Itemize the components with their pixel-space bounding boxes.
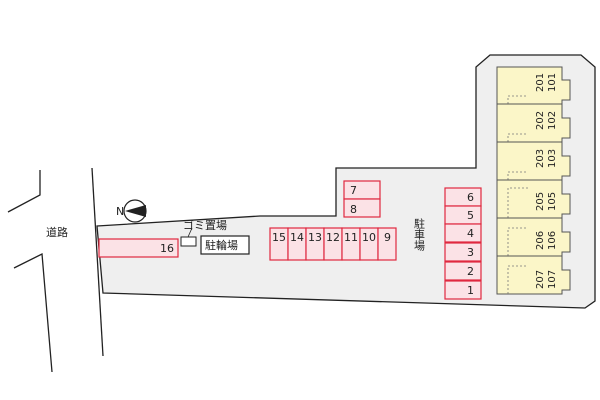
compass-label: N	[116, 205, 124, 218]
stall-group-right: 6 5 4 3 2 1	[444, 187, 482, 300]
unit-block	[496, 255, 571, 295]
north-arrow-icon	[125, 205, 146, 217]
stall-label: 5	[467, 209, 474, 222]
stall-1	[444, 280, 482, 300]
unit-divider	[507, 95, 528, 104]
bicycle-area-box	[200, 235, 250, 255]
stall-label: 16	[160, 242, 174, 255]
road-label: 道路	[46, 225, 68, 239]
stall-5	[444, 205, 482, 225]
garbage-area-box	[180, 236, 197, 247]
stall-4	[444, 223, 482, 243]
facility-labels: ゴミ置場 駐輪場	[180, 218, 250, 255]
stall-3	[444, 242, 482, 262]
parking-label: 駐車場	[413, 217, 426, 252]
stall-label: 13	[308, 231, 322, 244]
parking-label-group: 駐車場	[413, 217, 426, 252]
unit-label-lower: 107	[547, 270, 558, 289]
stall-9	[377, 227, 397, 261]
unit-label-lower: 105	[547, 192, 558, 211]
unit-label-lower: 106	[547, 231, 558, 250]
unit-201-101: 201 101	[496, 66, 571, 105]
road-edge-left-upper	[7, 170, 41, 213]
unit-label-upper: 203	[535, 149, 546, 168]
stall-label: 9	[384, 231, 391, 244]
stall-label: 6	[467, 191, 474, 204]
bicycle-area-label: 駐輪場	[205, 238, 238, 252]
unit-label-upper: 205	[535, 192, 546, 211]
stall-label: 7	[350, 184, 357, 197]
unit-divider	[507, 133, 528, 142]
unit-label-lower: 102	[547, 111, 558, 130]
unit-205-105: 205 105	[496, 179, 571, 219]
stall-label: 2	[467, 265, 474, 278]
unit-label-upper: 201	[535, 73, 546, 92]
unit-label-lower: 103	[547, 149, 558, 168]
stall-label: 10	[362, 231, 376, 244]
stall-label: 11	[344, 231, 358, 244]
unit-206-106: 206 106	[496, 217, 571, 257]
unit-divider	[507, 171, 528, 180]
stall-label: 12	[326, 231, 340, 244]
stall-label: 4	[467, 227, 474, 240]
unit-label-upper: 202	[535, 111, 546, 130]
stall-label: 15	[272, 231, 286, 244]
unit-divider	[507, 265, 528, 294]
stall-group-middle: 15 14 13 12 11 10 9	[269, 227, 397, 261]
stall-group-left: 16	[98, 238, 179, 258]
garbage-area-leader	[187, 227, 193, 238]
stall-group-upper: 7 8	[343, 180, 381, 218]
building: 201 101 202 102 203 103 205 105 206 106	[496, 66, 571, 295]
unit-label-upper: 207	[535, 270, 546, 289]
road-edge-left-lower	[13, 252, 53, 373]
stall-16	[98, 238, 179, 258]
unit-label-upper: 206	[535, 231, 546, 250]
stall-2	[444, 261, 482, 281]
stall-6	[444, 187, 482, 207]
stall-label: 14	[290, 231, 304, 244]
unit-203-103: 203 103	[496, 141, 571, 181]
stall-8	[343, 198, 381, 218]
road: 道路	[7, 167, 104, 373]
stall-label: 3	[467, 246, 474, 259]
stall-label: 8	[350, 203, 357, 216]
unit-207-107: 207 107	[496, 255, 571, 295]
garbage-area-label: ゴミ置場	[183, 218, 227, 232]
road-edge-right	[91, 167, 104, 357]
compass: N	[116, 199, 147, 223]
unit-divider	[507, 227, 528, 256]
unit-label-lower: 101	[547, 73, 558, 92]
unit-202-102: 202 102	[496, 103, 571, 143]
stall-label: 1	[467, 284, 474, 297]
unit-divider	[507, 187, 528, 218]
